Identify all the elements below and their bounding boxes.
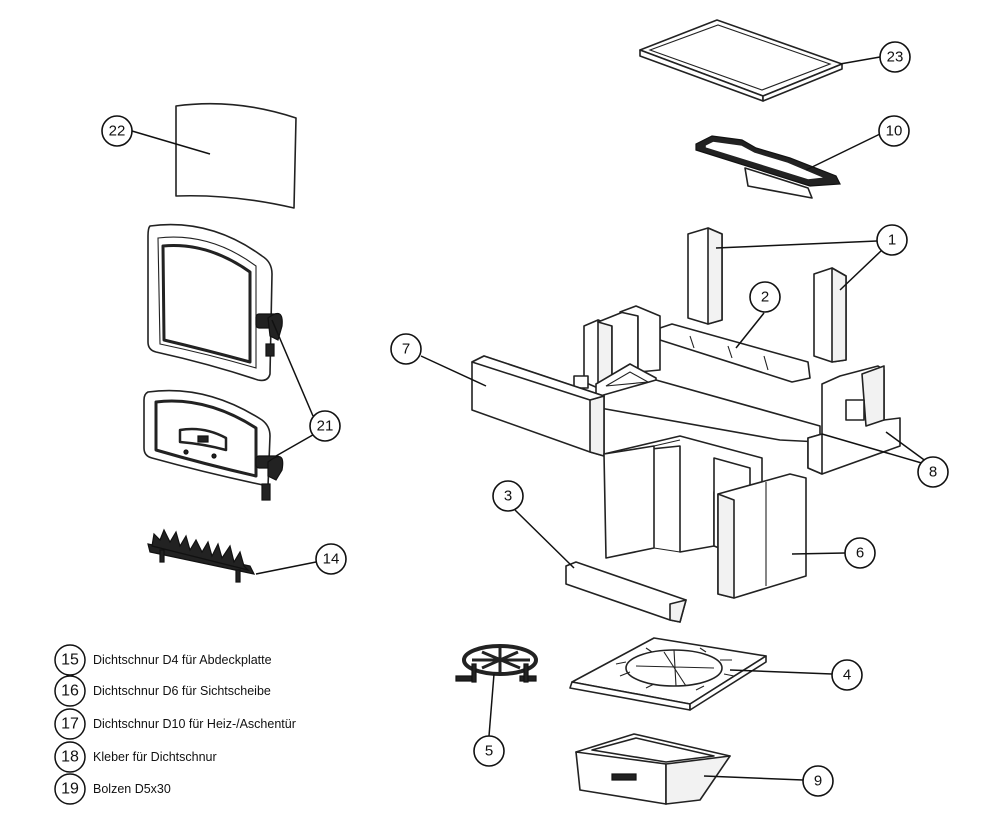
callout-3: 3	[492, 480, 524, 512]
callout-21: 21	[309, 410, 341, 442]
callout-23: 23	[879, 41, 911, 73]
legend-text: Dichtschnur D10 für Heiz-/Aschentür	[93, 717, 296, 731]
legend-number: 17	[61, 716, 79, 733]
legend-number: 16	[61, 683, 79, 700]
legend-number: 18	[61, 749, 79, 766]
callout-21-label: 21	[317, 418, 334, 435]
callout-7-label: 7	[402, 341, 410, 358]
legend-item: 19 Bolzen D5x30	[54, 773, 171, 805]
callout-8: 8	[917, 456, 949, 488]
callout-9: 9	[802, 765, 834, 797]
part-22-glass-pane	[175, 102, 297, 209]
part-10-baffle-plate	[695, 135, 841, 199]
legend-item: 16 Dichtschnur D6 für Sichtscheibe	[54, 675, 271, 707]
callout-22-label: 22	[109, 123, 126, 140]
part-3-front-bottom-brick	[565, 561, 687, 623]
part-1-side-bricks	[687, 227, 847, 363]
callout-9-label: 9	[814, 773, 822, 790]
callout-14-label: 14	[323, 551, 340, 568]
legend-item: 18 Kleber für Dichtschnur	[54, 741, 217, 773]
callout-3-label: 3	[504, 488, 512, 505]
legend-item: 15 Dichtschnur D4 für Abdeckplatte	[54, 644, 272, 676]
callout-1-label: 1	[888, 232, 896, 249]
part-8-right-brick	[807, 365, 901, 475]
part-14-log-retainer	[147, 528, 256, 583]
part-21-ash-door	[143, 389, 284, 501]
callout-5: 5	[473, 735, 505, 767]
part-7-front-left-brick	[471, 355, 605, 457]
part-4-grate-plate	[569, 637, 767, 711]
callout-6: 6	[844, 537, 876, 569]
callout-8-label: 8	[929, 464, 937, 481]
callout-10: 10	[878, 115, 910, 147]
callout-7: 7	[390, 333, 422, 365]
legend-text: Kleber für Dichtschnur	[93, 750, 217, 764]
part-2-arch-brick	[659, 323, 811, 383]
leader-lines	[131, 56, 928, 781]
part-21-heating-door	[147, 223, 283, 382]
legend-number: 19	[61, 781, 79, 798]
part-23-cover-plate	[639, 19, 843, 102]
legend-text: Dichtschnur D6 für Sichtscheibe	[93, 684, 271, 698]
callout-4-label: 4	[843, 667, 851, 684]
parts-legend: 15 Dichtschnur D4 für Abdeckplatte 16 Di…	[54, 644, 296, 805]
callout-1: 1	[876, 224, 908, 256]
callout-22: 22	[101, 115, 133, 147]
firebox-upper-frame	[573, 305, 821, 443]
part-5-round-grate	[455, 644, 538, 683]
callout-5-label: 5	[485, 743, 493, 760]
callout-2-label: 2	[761, 289, 769, 306]
callout-23-label: 23	[887, 49, 904, 66]
legend-text: Dichtschnur D4 für Abdeckplatte	[93, 653, 272, 667]
legend-item: 17 Dichtschnur D10 für Heiz-/Aschentür	[54, 708, 296, 740]
legend-text: Bolzen D5x30	[93, 782, 171, 796]
callout-14: 14	[315, 543, 347, 575]
callout-6-label: 6	[856, 545, 864, 562]
callout-10-label: 10	[886, 123, 903, 140]
part-9-ash-pan	[575, 733, 731, 805]
legend-number: 15	[61, 652, 79, 669]
callout-4: 4	[831, 659, 863, 691]
part-6-lower-firebox-bricks	[603, 435, 807, 599]
callout-2: 2	[749, 281, 781, 313]
